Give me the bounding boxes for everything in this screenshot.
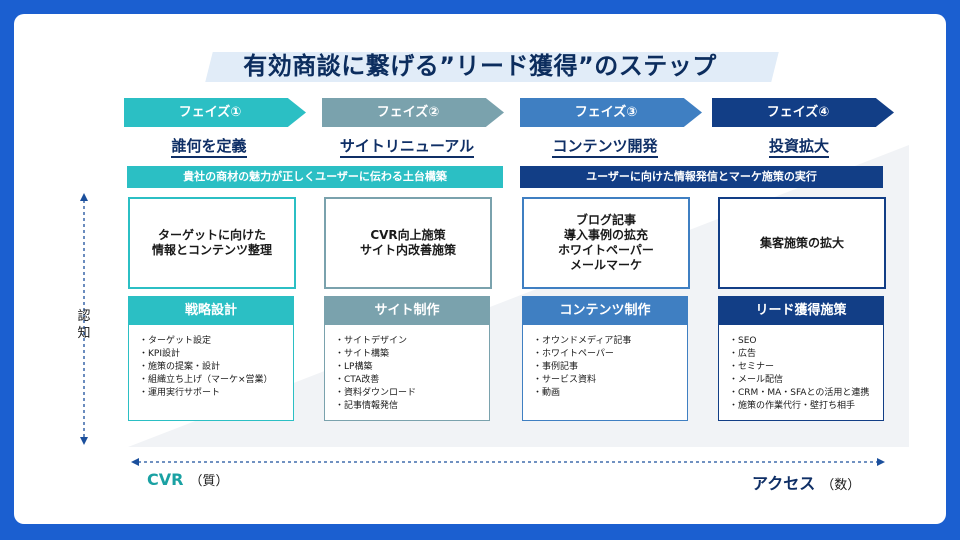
phase-3-label: フェイズ③ [574,105,638,120]
access-label: アクセス（数） [752,474,861,493]
list-item: CRM・MA・SFAとの活用と連携 [729,387,883,400]
phase-4-arrow: フェイズ④ [712,98,894,127]
list-item: メール配信 [729,374,883,387]
list-item: セミナー [729,361,883,374]
phase-2-service-box: サイト制作 サイトデザイン サイト構築 LP構築 CTA改善 資料ダウンロード … [324,296,490,421]
phase-3-service-title: コンテンツ制作 [523,297,687,325]
list-item: オウンドメディア記事 [533,335,687,348]
list-item: CTA改善 [335,374,489,387]
phase-4-service-title: リード獲得施策 [719,297,883,325]
list-item: 事例記事 [533,361,687,374]
phase-1-name: 誰何を定義 [118,135,300,158]
phase-4-service-box: リード獲得施策 SEO 広告 セミナー メール配信 CRM・MA・SFAとの活用… [718,296,884,421]
list-item: サイト構築 [335,348,489,361]
arrow-left-icon [131,458,139,466]
list-item: 組織立ち上げ（マーケ×営業） [139,374,293,387]
phase-1-service-title: 戦略設計 [129,297,293,325]
list-item: 運用実行サポート [139,387,293,400]
phase-4-label: フェイズ④ [766,105,830,120]
arrow-right-icon [877,458,885,466]
phase-2-arrow: フェイズ② [322,98,504,127]
phase-3-goal-box: ブログ記事 導入事例の拡充 ホワイトペーパー メールマーケ [522,197,690,289]
list-item: SEO [729,335,883,348]
phase-2-label: フェイズ② [376,105,440,120]
phase-2-goal-box: CVR向上施策 サイト内改善施策 [324,197,492,289]
phase-4-name: 投資拡大 [708,135,890,158]
list-item: 資料ダウンロード [335,387,489,400]
list-item: LP構築 [335,361,489,374]
awareness-label: 認 知 [77,309,91,341]
page-title: 有効商談に繋げる”リード獲得”のステップ [243,52,717,80]
list-item: 記事情報発信 [335,400,489,413]
list-item: ホワイトペーパー [533,348,687,361]
phase-3-service-box: コンテンツ制作 オウンドメディア記事 ホワイトペーパー 事例記事 サービス資料 … [522,296,688,421]
phase-2-name: サイトリニューアル [316,135,498,158]
list-item: 動画 [533,387,687,400]
phase-1-service-box: 戦略設計 ターゲット設定 KPI設計 施策の提案・設計 組織立ち上げ（マーケ×営… [128,296,294,421]
list-item: サイトデザイン [335,335,489,348]
phase-4-goal-box: 集客施策の拡大 [718,197,886,289]
list-item: KPI設計 [139,348,293,361]
phase-1-goal-box: ターゲットに向けた 情報とコンテンツ整理 [128,197,296,289]
list-item: 施策の作業代行・壁打ち相手 [729,400,883,413]
phase-1-label: フェイズ① [178,105,242,120]
access-sub-label: （数） [821,478,861,493]
arrow-up-icon [80,193,88,201]
phase-3-name: コンテンツ開発 [514,135,696,158]
list-item: 施策の提案・設計 [139,361,293,374]
list-item: 広告 [729,348,883,361]
phase-2-service-title: サイト制作 [325,297,489,325]
list-item: サービス資料 [533,374,687,387]
phase-3-arrow: フェイズ③ [520,98,702,127]
list-item: ターゲット設定 [139,335,293,348]
phase-2-goal-text: CVR向上施策 サイト内改善施策 [359,228,456,257]
phase-1-goal-text: ターゲットに向けた 情報とコンテンツ整理 [151,228,272,257]
cvr-sub-label: （質） [189,474,229,489]
banner-left: 貴社の商材の魅力が正しくユーザーに伝わる土台構築 [127,166,503,188]
phase-3-goal-text: ブログ記事 導入事例の拡充 ホワイトペーパー メールマーケ [558,213,654,272]
arrow-down-icon [80,437,88,445]
phase-1-arrow: フェイズ① [124,98,306,127]
phase-4-goal-text: 集客施策の拡大 [759,235,844,250]
cvr-label: CVR（質） [147,470,229,489]
banner-right: ユーザーに向けた情報発信とマーケ施策の実行 [520,166,883,188]
